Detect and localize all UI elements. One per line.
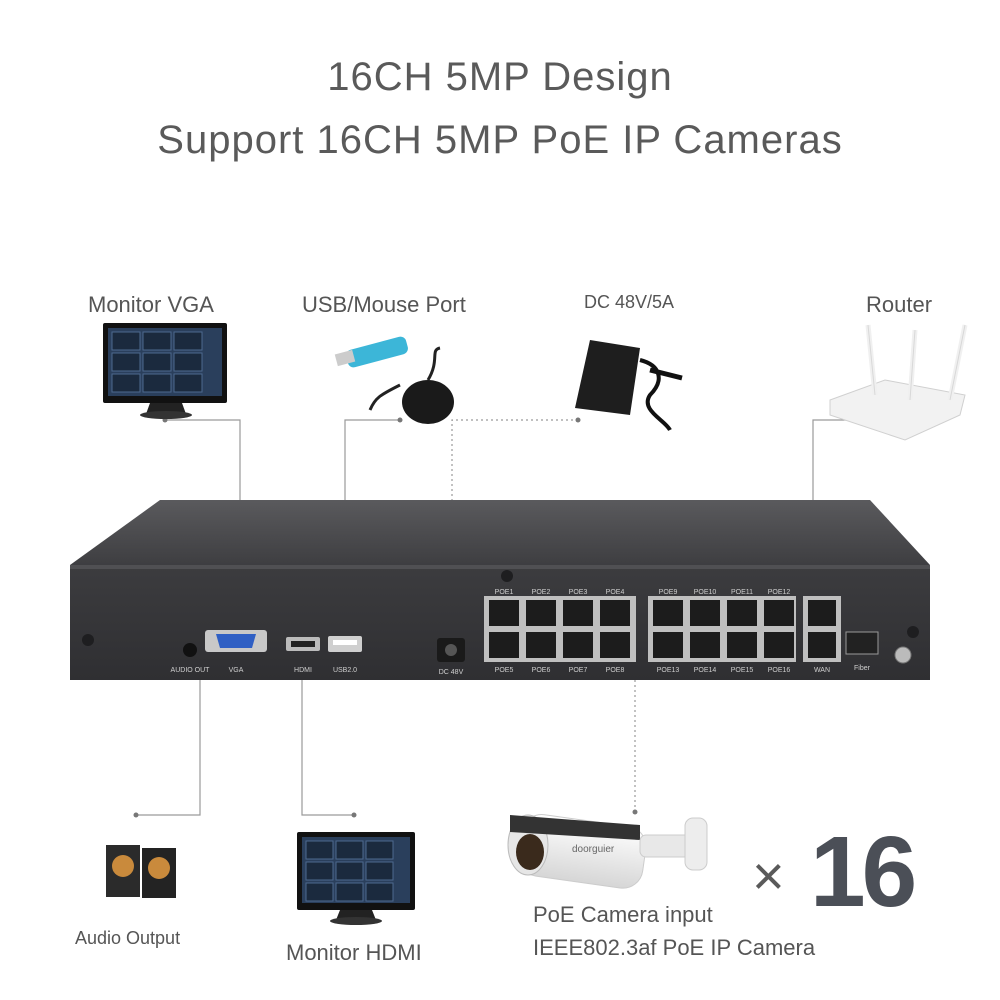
poe-jack [690,600,720,626]
label-monitor-hdmi: Monitor HDMI [286,940,422,965]
camera-brand: doorguier [572,844,615,855]
title-line-2: Support 16CH 5MP PoE IP Cameras [157,118,843,162]
panel-label-hdmi: HDMI [294,667,312,674]
screen-tile [111,331,141,351]
poe-label-top: POE1 [495,589,514,596]
screen-tile [111,373,141,393]
screen-tile [305,861,334,881]
screen-tile [173,373,203,393]
poe-label-bottom: POE6 [532,667,551,674]
poe-jack [690,632,720,658]
poe-jack [526,600,556,626]
poe-label-bottom: POE7 [569,667,588,674]
screen-tile [335,882,364,902]
poe-jack [764,632,794,658]
screen-tile [365,882,394,902]
screen-tile [305,882,334,902]
vga-port [205,630,267,652]
screen-tile [335,840,364,860]
multiplier-sign: × [752,844,785,907]
poe-label-top: POE9 [659,589,678,596]
poe-label-bottom: POE5 [495,667,514,674]
poe-jack [563,632,593,658]
line-dc [451,419,578,640]
label-router: Router [866,292,933,317]
label-poe-camera-1: PoE Camera input [533,902,713,927]
panel-label-usb: USB2.0 [333,667,357,674]
poe-label-top: POE12 [768,589,791,596]
panel-label-wan: WAN [814,667,830,674]
screen-tile [111,352,141,372]
poe-jack [563,600,593,626]
panel-label-audio: AUDIO OUT [171,667,211,674]
poe-jack [764,600,794,626]
label-monitor-vga: Monitor VGA [88,292,214,317]
poe-label-top: POE10 [694,589,717,596]
poe-label-top: POE4 [606,589,625,596]
audio-jack [183,643,197,657]
speakers-image [106,845,176,898]
screen-tile [365,840,394,860]
label-usb-mouse: USB/Mouse Port [302,292,466,317]
poe-jack [600,600,630,626]
line-hdmi [301,668,354,816]
poe-label-bottom: POE16 [768,667,791,674]
nvr-device: AUDIO OUT VGA HDMI USB2.0 DC 48V WAN Fib… [70,500,930,680]
poe-label-bottom: POE8 [606,667,625,674]
screen-tile [335,861,364,881]
camera-image: doorguier [507,814,708,889]
poe-label-top: POE11 [731,589,753,596]
poe-jack [489,600,519,626]
poe-label-bottom: POE15 [731,667,754,674]
screen-tile [142,373,172,393]
poe-label-bottom: POE13 [657,667,680,674]
fiber-port [845,631,879,655]
panel-label-fiber: Fiber [854,665,871,672]
title-line-1: 16CH 5MP Design [327,55,673,99]
poe-jack [600,632,630,658]
panel-label-dc: DC 48V [439,669,464,676]
screen-tile [173,331,203,351]
screen-tile [142,352,172,372]
label-poe-camera-2: IEEE802.3af PoE IP Camera [533,935,816,960]
poe-jack [526,632,556,658]
poe-jack [653,632,683,658]
screen-tile [305,840,334,860]
poe-label-top: POE2 [532,589,551,596]
connector-lines [136,419,852,816]
poe-jack [727,600,757,626]
screen-tile [142,331,172,351]
power-adapter-image [575,340,683,432]
router-image [829,324,968,441]
poe-jack [653,600,683,626]
panel-label-vga: VGA [229,667,244,674]
poe-label-top: POE3 [569,589,588,596]
poe-jack [489,632,519,658]
poe-label-bottom: POE14 [694,667,717,674]
line-audio [136,668,201,816]
screen-tile [173,352,203,372]
usb-mouse-image [334,336,454,424]
screen-tile [365,861,394,881]
camera-count: 16 [810,816,917,928]
label-dc-power: DC 48V/5A [584,292,675,312]
label-audio-output: Audio Output [75,928,181,948]
poe-jack [727,632,757,658]
